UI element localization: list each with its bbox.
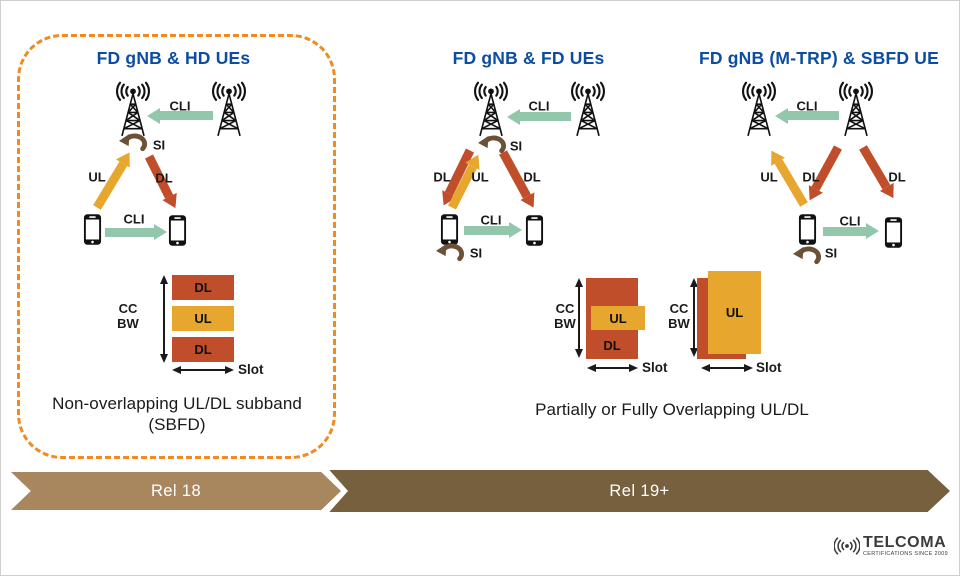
dl-band: DL: [172, 337, 234, 362]
slot-arrow: [701, 363, 753, 372]
dl-band: DL: [172, 275, 234, 300]
ul-band: UL: [172, 306, 234, 331]
self-interference-icon: [792, 246, 822, 267]
cli-label: CLI: [528, 98, 550, 114]
cc-bw-arrow: [689, 278, 698, 357]
cli-arrow: [105, 223, 167, 240]
si-label: SI: [152, 137, 166, 153]
ue-phone-icon: [168, 215, 187, 246]
caption-line1: Non-overlapping UL/DL subband: [52, 394, 302, 413]
bw-text: BW: [117, 316, 139, 331]
ue-phone-icon: [83, 214, 102, 245]
dl-label: DL: [888, 169, 906, 185]
gnb-tower-icon: [839, 81, 873, 137]
cli-label: CLI: [839, 213, 861, 229]
dl-arrow: [859, 144, 891, 189]
dl-label: DL: [802, 169, 820, 185]
slot-label: Slot: [756, 360, 782, 375]
logo-brand: TELCOMA: [863, 533, 947, 551]
cc-bw-arrow: [574, 278, 583, 358]
ue-phone-icon: [440, 214, 459, 245]
ue-phone-icon: [798, 214, 817, 245]
cli-label: CLI: [169, 98, 191, 114]
ue-phone-icon: [884, 217, 903, 248]
ul-band: UL: [591, 306, 645, 330]
panel1-title: FD gNB & HD UEs: [96, 48, 251, 68]
timeline-rel19: Rel 19+: [329, 470, 950, 512]
ul-band: UL: [708, 271, 761, 354]
caption-line2: (SBFD): [148, 415, 206, 434]
rel18-dashed-outline: [17, 34, 336, 459]
si-label: SI: [824, 245, 838, 261]
cc-bw-label: CC BW: [106, 301, 150, 331]
logo-tagline: CERTIFICATIONS SINCE 2009: [863, 551, 948, 557]
panel3-title: FD gNB (M-TRP) & SBFD UE: [698, 48, 940, 68]
cc-bw-arrow: [159, 275, 168, 363]
dl-label: DL: [523, 169, 541, 185]
panel2-title: FD gNB & FD UEs: [452, 48, 605, 68]
ul-label: UL: [760, 169, 778, 185]
cc-bw-label: CC BW: [543, 301, 587, 331]
bw-text: BW: [668, 316, 690, 331]
self-interference-icon: [435, 243, 465, 264]
cli-label: CLI: [123, 211, 145, 227]
slot-arrow: [587, 363, 638, 372]
slot-label: Slot: [238, 362, 264, 377]
gnb-tower-icon: [571, 81, 605, 137]
gnb-tower-icon: [212, 81, 246, 137]
slot-arrow: [172, 365, 234, 374]
dl-label: DL: [155, 170, 173, 186]
cli-label: CLI: [480, 212, 502, 228]
overlap-caption: Partially or Fully Overlapping UL/DL: [535, 400, 809, 419]
timeline-rel18: Rel 18: [11, 472, 341, 510]
ul-label: UL: [471, 169, 489, 185]
si-label: SI: [469, 245, 483, 261]
cli-arrow: [464, 221, 522, 238]
panel1-caption: Non-overlapping UL/DL subband (SBFD): [29, 393, 325, 435]
cli-label: CLI: [796, 98, 818, 114]
cc-text: CC: [669, 301, 689, 316]
dl-label: DL: [433, 169, 451, 185]
si-label: SI: [509, 138, 523, 154]
ul-label: UL: [88, 169, 106, 185]
cc-text: CC: [555, 301, 575, 316]
telcoma-logo: TELCOMA CERTIFICATIONS SINCE 2009: [834, 534, 948, 558]
cli-arrow: [823, 222, 879, 239]
slot-label: Slot: [642, 360, 668, 375]
cc-bw-label: CC BW: [657, 301, 701, 331]
ue-phone-icon: [525, 215, 544, 246]
bw-text: BW: [554, 316, 576, 331]
cc-text: CC: [118, 301, 138, 316]
radio-waves-icon: [834, 537, 860, 555]
